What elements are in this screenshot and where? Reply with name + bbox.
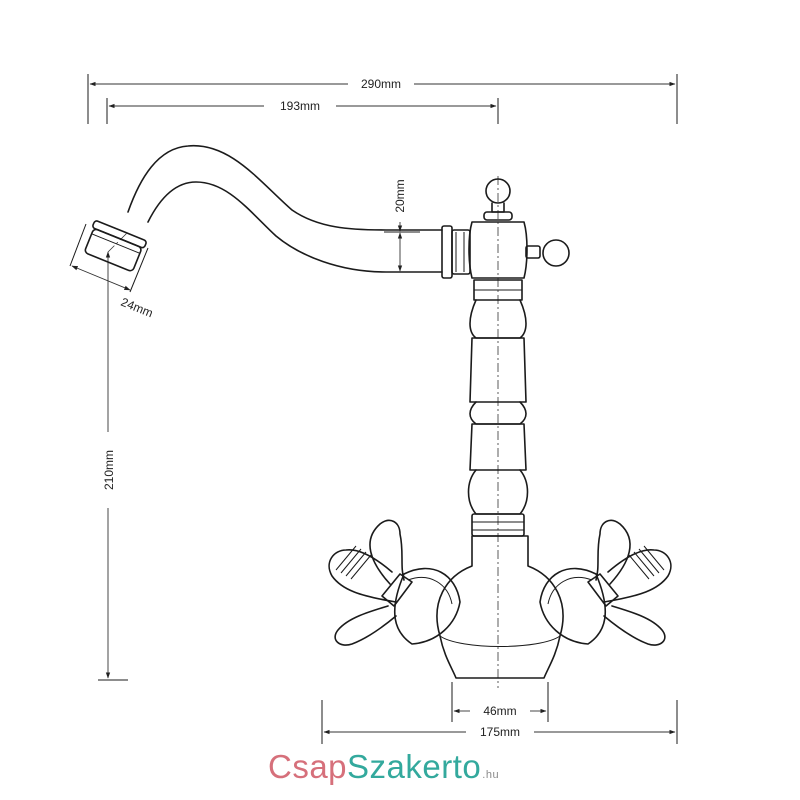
dimension-spout-diameter: 20mm [384,179,420,273]
dimension-handles-width: 175mm [321,700,678,744]
left-handle [328,519,461,646]
dimension-height-label: 210mm [102,450,116,490]
swivel-head [468,178,570,279]
center-lines [107,176,499,688]
brand-logo-part2: Szakerto [347,748,482,785]
dimension-base-width-label: 46mm [483,704,516,718]
brand-logo: CsapSzakerto.hu [268,748,499,786]
dimension-total-width: 290mm [87,74,678,124]
dimension-handles-width-label: 175mm [480,725,520,739]
brand-logo-part1: Csap [268,748,348,785]
dimension-height: 210mm [98,251,128,681]
faucet-body [436,535,564,679]
dimension-spout-diameter-label: 20mm [393,179,407,212]
brand-logo-suffix: .hu [482,769,500,781]
dimension-spout-reach: 193mm [106,98,499,124]
dimension-total-width-label: 290mm [361,77,401,91]
dimension-base-width: 46mm [451,682,549,722]
right-handle [539,519,672,646]
spout [84,145,471,279]
dimension-spout-reach-label: 193mm [280,99,320,113]
spout-outlet [84,220,147,272]
dimension-outlet-diameter-label: 24mm [119,295,155,320]
